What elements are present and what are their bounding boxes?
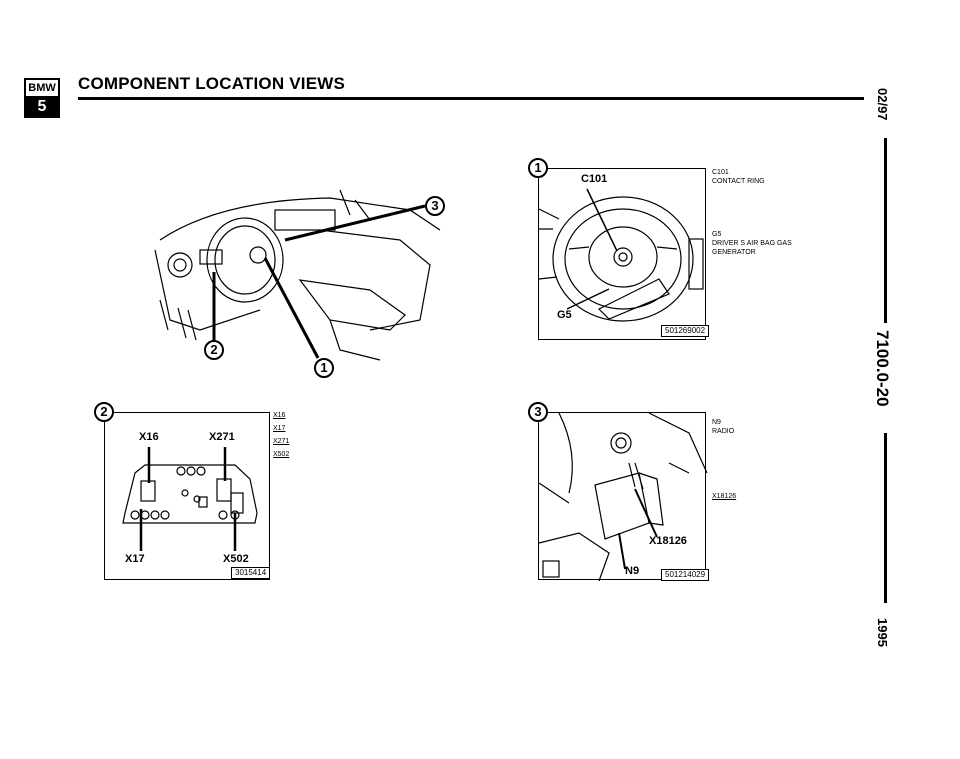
fig3-label-n9: N9: [625, 565, 640, 577]
fig2-legend-x502: X502: [273, 451, 290, 458]
fig3-legend-n9-code: N9: [712, 419, 721, 426]
radio-drawing: [538, 412, 708, 582]
fig2-label-x502: X502: [223, 553, 249, 565]
overview-callout-1: 1: [314, 358, 334, 378]
fig3-legend: N9 RADIO X18126: [712, 418, 792, 501]
steering-wheel-drawing: [538, 188, 704, 322]
fig2-legend: X16 X17 X271 X502: [273, 412, 289, 458]
connector-panel-drawing: [122, 447, 258, 551]
header-rule: [78, 97, 864, 100]
fig1-label-g5: G5: [557, 309, 572, 321]
fig1-legend: C101 CONTACT RING G5 DRIVER S AIR BAG GA…: [712, 168, 802, 257]
overview-callout-2: 2: [204, 340, 224, 360]
fig3-image-code: 501214029: [661, 569, 710, 581]
fig1-callout: 1: [528, 158, 548, 178]
fig1-label-c101: C101: [581, 173, 608, 185]
side-line-mid: [884, 433, 887, 603]
fig3-callout: 3: [528, 402, 548, 422]
fig2-label-x17: X17: [125, 553, 145, 565]
fig2-image-code: 3015414: [231, 567, 271, 579]
page-title: COMPONENT LOCATION VIEWS: [78, 74, 346, 93]
dashboard-overview-figure: [140, 170, 460, 390]
fig1-legend-c101-code: C101: [712, 169, 729, 176]
fig2-legend-x16: X16: [273, 412, 286, 419]
series-5-logo: 5: [24, 96, 60, 118]
side-line-top: [884, 138, 887, 323]
fig1-steering-wheel: C101 G5 501269002: [538, 168, 710, 340]
dashboard-drawing: [154, 189, 441, 361]
fig2-legend-x17: X17: [273, 425, 286, 432]
fig2-label-x16: X16: [139, 431, 159, 443]
fig2-callout: 2: [94, 402, 114, 422]
fig3-legend-n9-desc: RADIO: [712, 428, 735, 435]
fig1-legend-c101-desc: CONTACT RING: [712, 178, 765, 185]
fig3-legend-x18126-code: X18126: [712, 493, 737, 500]
fig2-legend-x271: X271: [273, 438, 290, 445]
fig2-connector-panel: X16 X271 X17 X502 3015414: [104, 412, 271, 580]
fig2-label-x271: X271: [209, 431, 235, 443]
fig3-radio: X18126 N9 501214029: [538, 412, 710, 582]
fig1-legend-g5-desc: DRIVER S AIR BAG GAS GENERATOR: [712, 240, 792, 256]
fig1-image-code: 501269002: [661, 325, 710, 337]
overview-callout-3: 3: [425, 196, 445, 216]
fig3-label-x18126: X18126: [649, 535, 687, 547]
fig1-legend-g5-code: G5: [712, 231, 722, 238]
